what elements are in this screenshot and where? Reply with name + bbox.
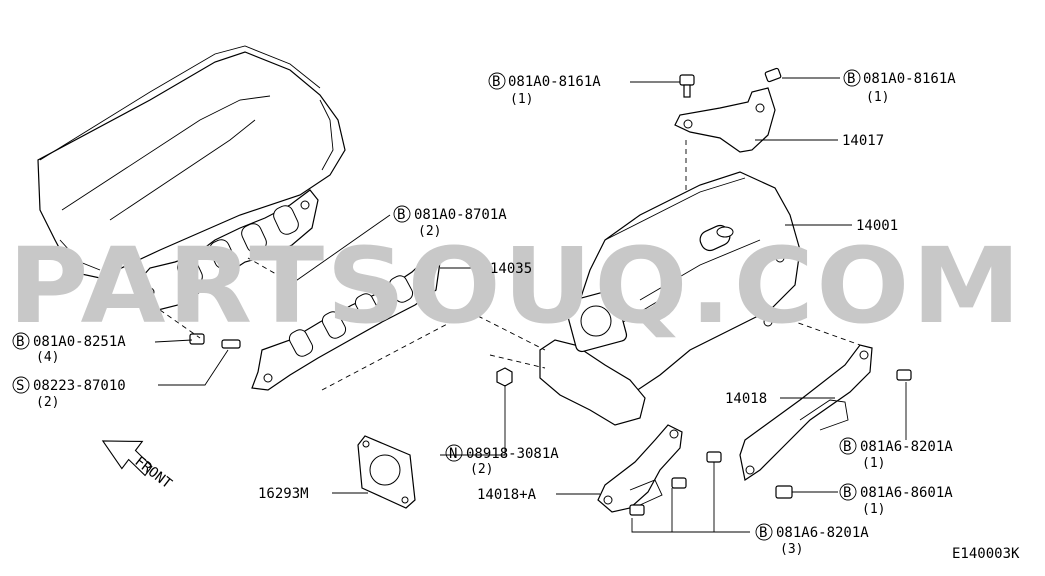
diagram-code: E140003K	[952, 546, 1020, 562]
callout-part-number: 08918-3081A	[466, 446, 559, 462]
callout-quantity: (2)	[36, 395, 59, 410]
callout-b-081a0-8161a-right: B 081A0-8161A (1)	[843, 69, 956, 105]
part-label-14017: 14017	[842, 133, 884, 149]
callout-quantity: (1)	[862, 456, 885, 471]
callout-prefix: B	[843, 439, 851, 455]
callout-prefix: B	[397, 207, 405, 223]
support-14018-drawing	[739, 344, 873, 481]
front-label: FRONT	[132, 454, 176, 493]
callout-s-08223-87010: S 08223-87010 (2)	[12, 376, 126, 410]
bracket-14017-drawing	[674, 87, 776, 153]
callout-n-08918-3081a: N 08918-3081A (2)	[445, 444, 559, 477]
callout-b-081a0-8161a-left: B 081A0-8161A (1)	[488, 72, 601, 107]
callout-part-number: 081A6-8201A	[776, 525, 869, 541]
callout-part-number: 081A6-8201A	[860, 439, 953, 455]
leader-lines	[154, 77, 907, 533]
callout-quantity: (1)	[866, 90, 889, 105]
callout-b-081a0-8701a: B 081A0-8701A (2)	[393, 205, 507, 239]
callout-part-number: 081A0-8161A	[508, 74, 601, 90]
callout-part-number: 081A0-8161A	[863, 71, 956, 87]
callout-quantity: (1)	[510, 92, 533, 107]
support-14018a-drawing	[597, 424, 683, 513]
callout-part-number: 081A0-8251A	[33, 334, 126, 350]
watermark: PARTSOUQ.COM	[8, 225, 1023, 347]
callout-quantity: (4)	[36, 350, 59, 365]
assembly-lines	[159, 140, 861, 391]
callout-prefix: B	[847, 71, 855, 87]
callout-prefix: B	[843, 485, 851, 501]
callout-b-081a6-8601a: B 081A6-8601A (1)	[839, 483, 953, 517]
callout-b-081a0-8251a: B 081A0-8251A (4)	[12, 332, 126, 365]
callout-prefix: B	[759, 525, 767, 541]
part-label-14018a: 14018+A	[477, 487, 537, 503]
callout-prefix: S	[16, 378, 24, 394]
callout-part-number: 081A0-8701A	[414, 207, 507, 223]
callout-quantity: (2)	[418, 224, 441, 239]
manifold-14001-drawing	[539, 171, 801, 426]
callout-b-081a6-8201a-right: B 081A6-8201A (1)	[839, 437, 953, 471]
gasket-14035-drawing	[251, 254, 441, 391]
cylinder-head-drawing	[37, 45, 346, 311]
callout-quantity: (1)	[862, 502, 885, 517]
callout-prefix: B	[492, 74, 500, 90]
callout-prefix: B	[16, 334, 24, 350]
callout-part-number: 081A6-8601A	[860, 485, 953, 501]
part-label-14035: 14035	[490, 261, 532, 277]
callout-prefix: N	[449, 446, 457, 462]
part-label-16293m: 16293M	[258, 486, 309, 502]
gasket-16293m-drawing	[357, 435, 416, 509]
callout-part-number: 08223-87010	[33, 378, 126, 394]
callout-quantity: (2)	[470, 462, 493, 477]
front-arrow	[101, 440, 153, 477]
part-label-14018: 14018	[725, 391, 767, 407]
callout-quantity: (3)	[780, 542, 803, 557]
fasteners-drawing	[189, 67, 912, 516]
callout-b-081a6-8201a-bottom: B 081A6-8201A (3)	[755, 523, 869, 557]
part-label-14001: 14001	[856, 218, 898, 234]
